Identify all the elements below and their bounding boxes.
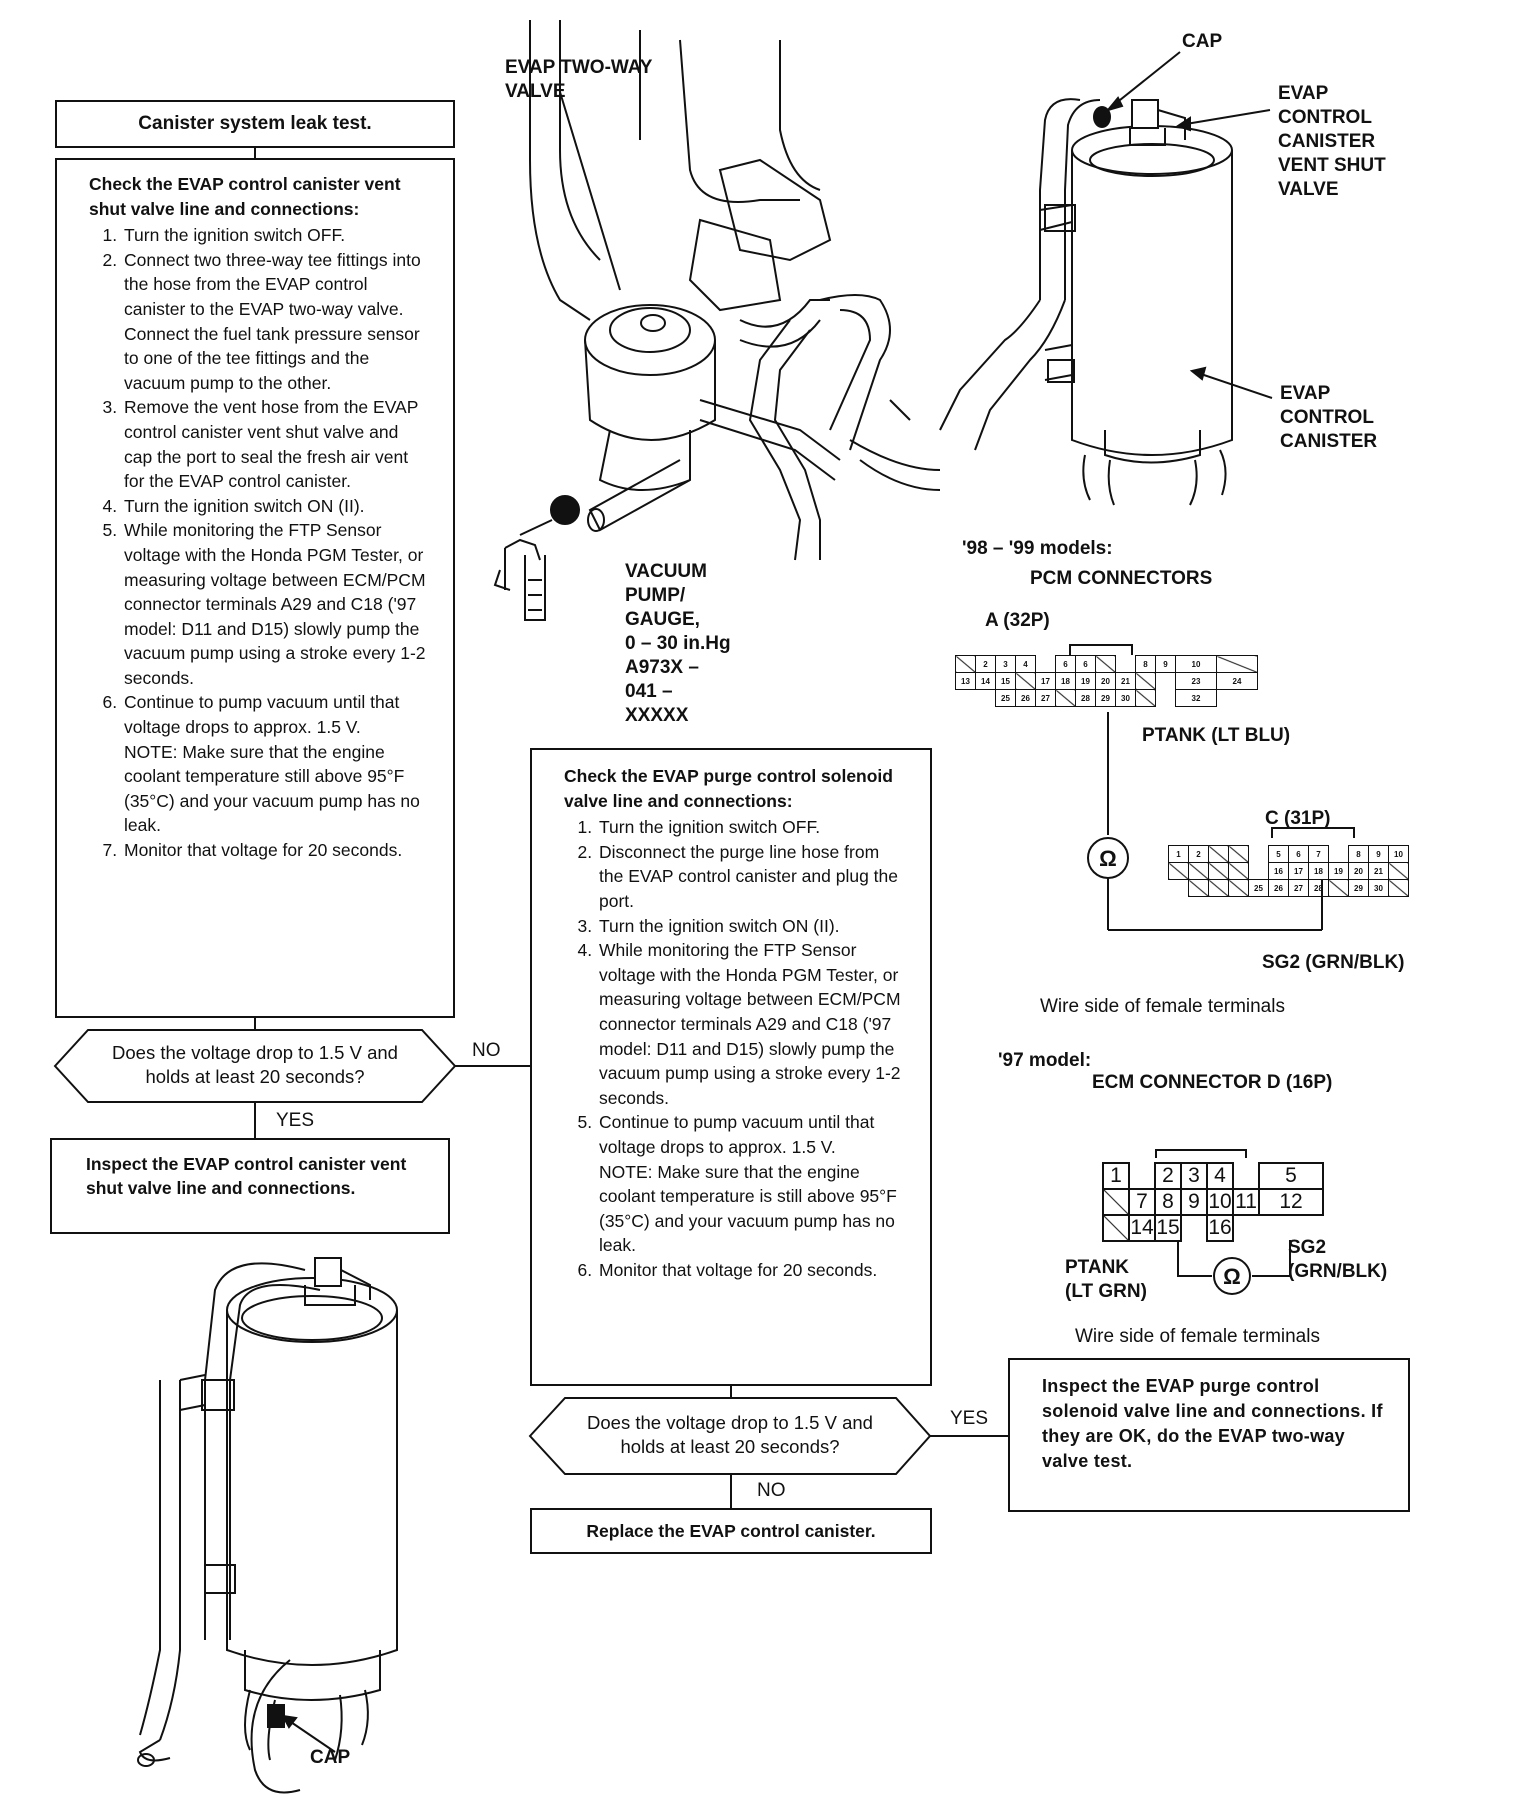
decision2-no-label: NO: [757, 1480, 786, 1501]
ecm-ptank-label: PTANK (LT GRN): [1065, 1257, 1147, 1302]
sg2-grn-blk-label: SG2 (GRN/BLK): [1262, 952, 1405, 973]
check2-title: Check the EVAP purge control solenoid va…: [564, 766, 893, 811]
check2-step-4: While monitoring the FTP Sensor voltage …: [597, 938, 908, 1110]
check1-step-2: Connect two three-way tee fittings into …: [122, 248, 429, 396]
ecm-ohm-symbol: Ω: [1223, 1264, 1241, 1289]
decision1-no-label: NO: [472, 1040, 501, 1061]
ecm-wire-side-label: Wire side of female terminals: [1075, 1326, 1320, 1347]
canister-top-illustration: [939, 98, 1233, 506]
check1-title: Check the EVAP control canister vent shu…: [89, 174, 401, 219]
connector-a-label: A (32P): [985, 610, 1050, 631]
pcm-models-label: '98 – '99 models:: [962, 538, 1113, 559]
check1-step-6: Continue to pump vacuum until that volta…: [122, 690, 429, 838]
check2-step-6: Monitor that voltage for 20 seconds.: [597, 1258, 908, 1283]
check1-note: NOTE: Make sure that the engine coolant …: [124, 741, 420, 836]
check2-step-1: Turn the ignition switch OFF.: [597, 815, 908, 840]
vent-shut-valve-callout: EVAP CONTROL CANISTER VENT SHUT VALVE: [1278, 83, 1386, 200]
inspect-vent-shut-valve-box: Inspect the EVAP control canister vent s…: [50, 1138, 450, 1234]
connector-c-label: C (31P): [1265, 808, 1331, 829]
connector-a-grid: 2 3 4 6 6 8 9 10 13 14 15 17 18 19 20 21…: [955, 655, 1258, 707]
two-way-valve-illustration: [529, 20, 941, 561]
decision1-yes-label: YES: [276, 1110, 315, 1131]
connector-c-grid: 1 2 5 6 7 8 9 10 16 17 18 19 20 21 25 26…: [1168, 845, 1409, 897]
check2-note: NOTE: Make sure that the engine coolant …: [599, 1161, 897, 1256]
check1-step-3: Remove the vent hose from the EVAP contr…: [122, 395, 429, 493]
check1-step-5: While monitoring the FTP Sensor voltage …: [122, 518, 429, 690]
pcm-connectors-title: PCM CONNECTORS: [1030, 568, 1213, 589]
check1-step-1: Turn the ignition switch OFF.: [122, 223, 429, 248]
vacuum-pump-illustration: [493, 495, 580, 621]
ecm-connector-title: ECM CONNECTOR D (16P): [1092, 1072, 1333, 1093]
inspect-purge-solenoid-box: Inspect the EVAP purge control solenoid …: [1008, 1358, 1410, 1512]
inspect1-text: Inspect the EVAP control canister vent s…: [86, 1154, 407, 1198]
inspect2-text: Inspect the EVAP purge control solenoid …: [1042, 1376, 1383, 1471]
replace-canister-box: Replace the EVAP control canister.: [530, 1508, 932, 1554]
check2-step-2: Disconnect the purge line hose from the …: [597, 840, 908, 914]
check-vent-shut-valve-box: Check the EVAP control canister vent shu…: [55, 158, 455, 1018]
check1-step-7: Monitor that voltage for 20 seconds.: [122, 838, 429, 863]
check-purge-solenoid-box: Check the EVAP purge control solenoid va…: [530, 748, 932, 1386]
check2-steps: Turn the ignition switch OFF. Disconnect…: [564, 815, 908, 1282]
check1-steps: Turn the ignition switch OFF. Connect tw…: [89, 223, 429, 862]
ecm-connector-d-grid: 1 2 3 4 5 7 8 9 10 11 12 14 15 16: [1102, 1162, 1324, 1242]
canister-bottom-illustration: [137, 1257, 398, 1794]
two-way-valve-callout: EVAP TWO-WAY VALVE: [505, 57, 653, 102]
cap-top-callout: CAP: [1182, 31, 1223, 52]
cap-bottom-callout: CAP: [310, 1747, 351, 1768]
ptank-lt-blu-label: PTANK (LT BLU): [1142, 725, 1291, 746]
control-canister-callout: EVAP CONTROL CANISTER: [1280, 383, 1378, 452]
vacuum-pump-callout: VACUUM PUMP/ GAUGE, 0 – 30 in.Hg A973X –…: [625, 561, 731, 726]
check2-step-3: Turn the ignition switch ON (II).: [597, 914, 908, 939]
check2-step-5: Continue to pump vacuum until that volta…: [597, 1110, 908, 1258]
ecm-models-label: '97 model:: [998, 1050, 1092, 1071]
pcm-wire-side-label: Wire side of female terminals: [1040, 996, 1285, 1017]
decision2-yes-label: YES: [950, 1408, 989, 1429]
leak-test-header: Canister system leak test.: [55, 100, 455, 148]
ecm-sg2-label: SG2 (GRN/BLK): [1288, 1237, 1388, 1282]
check1-step-4: Turn the ignition switch ON (II).: [122, 494, 429, 519]
decision2-text: Does the voltage drop to 1.5 V and holds…: [587, 1412, 873, 1457]
pcm-ohm-symbol: Ω: [1099, 846, 1117, 871]
decision1-text: Does the voltage drop to 1.5 V and holds…: [112, 1042, 398, 1087]
